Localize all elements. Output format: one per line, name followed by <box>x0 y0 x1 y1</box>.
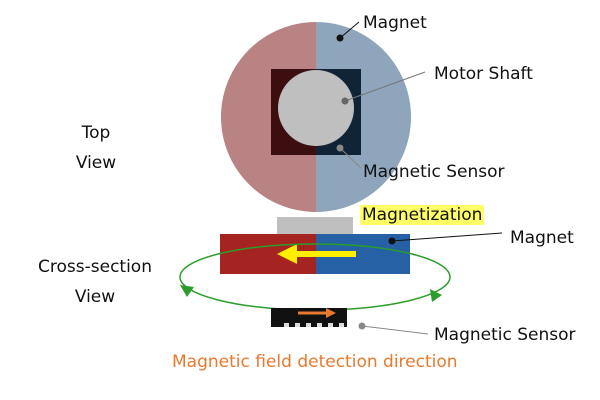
top-view <box>221 21 426 212</box>
cross-section-view-label-line1: Cross-section <box>38 257 152 277</box>
sensor-cross-leader-dot <box>358 322 366 330</box>
shaft-leader-dot <box>341 97 349 105</box>
magnet-top-label: Magnet <box>363 13 427 33</box>
sensor-top-leader-line <box>339 147 362 169</box>
magnet-leader-line <box>339 21 360 39</box>
magnet-cross-leader-dot <box>388 237 396 245</box>
top-view-label-line1: Top <box>81 123 111 143</box>
magnet-cross-leader-line <box>391 232 503 242</box>
magnetization-label: Magnetization <box>360 205 485 225</box>
shaft-leader-line <box>344 71 426 102</box>
detection-direction-label: Magnetic field detection direction <box>172 352 458 372</box>
sensor-cross-leader-line <box>361 325 429 335</box>
magnetic-sensor-cross-label: Magnetic Sensor <box>434 325 576 345</box>
magnet-leader-dot <box>336 34 344 42</box>
motor-shaft-label: Motor Shaft <box>434 64 533 84</box>
cross-section-view-label: Cross-section View <box>25 252 165 312</box>
detection-arrow-head <box>326 308 336 318</box>
cross-section-view-label-line2: View <box>74 287 116 307</box>
top-view-label: Top View <box>58 118 134 178</box>
cross-section-view <box>179 217 503 335</box>
sensor-top-leader-dot <box>336 144 344 152</box>
sensor-pins <box>284 323 344 327</box>
magnetic-sensor-top-label: Magnetic Sensor <box>363 162 505 182</box>
top-view-label-line2: View <box>75 153 117 173</box>
magnet-cross-label: Magnet <box>510 228 574 248</box>
shaft-stub <box>277 217 353 234</box>
field-arrow-left <box>180 285 194 297</box>
magnetization-arrow-head <box>277 244 297 264</box>
motor-shaft <box>278 70 354 146</box>
field-arrow-right <box>430 289 442 302</box>
